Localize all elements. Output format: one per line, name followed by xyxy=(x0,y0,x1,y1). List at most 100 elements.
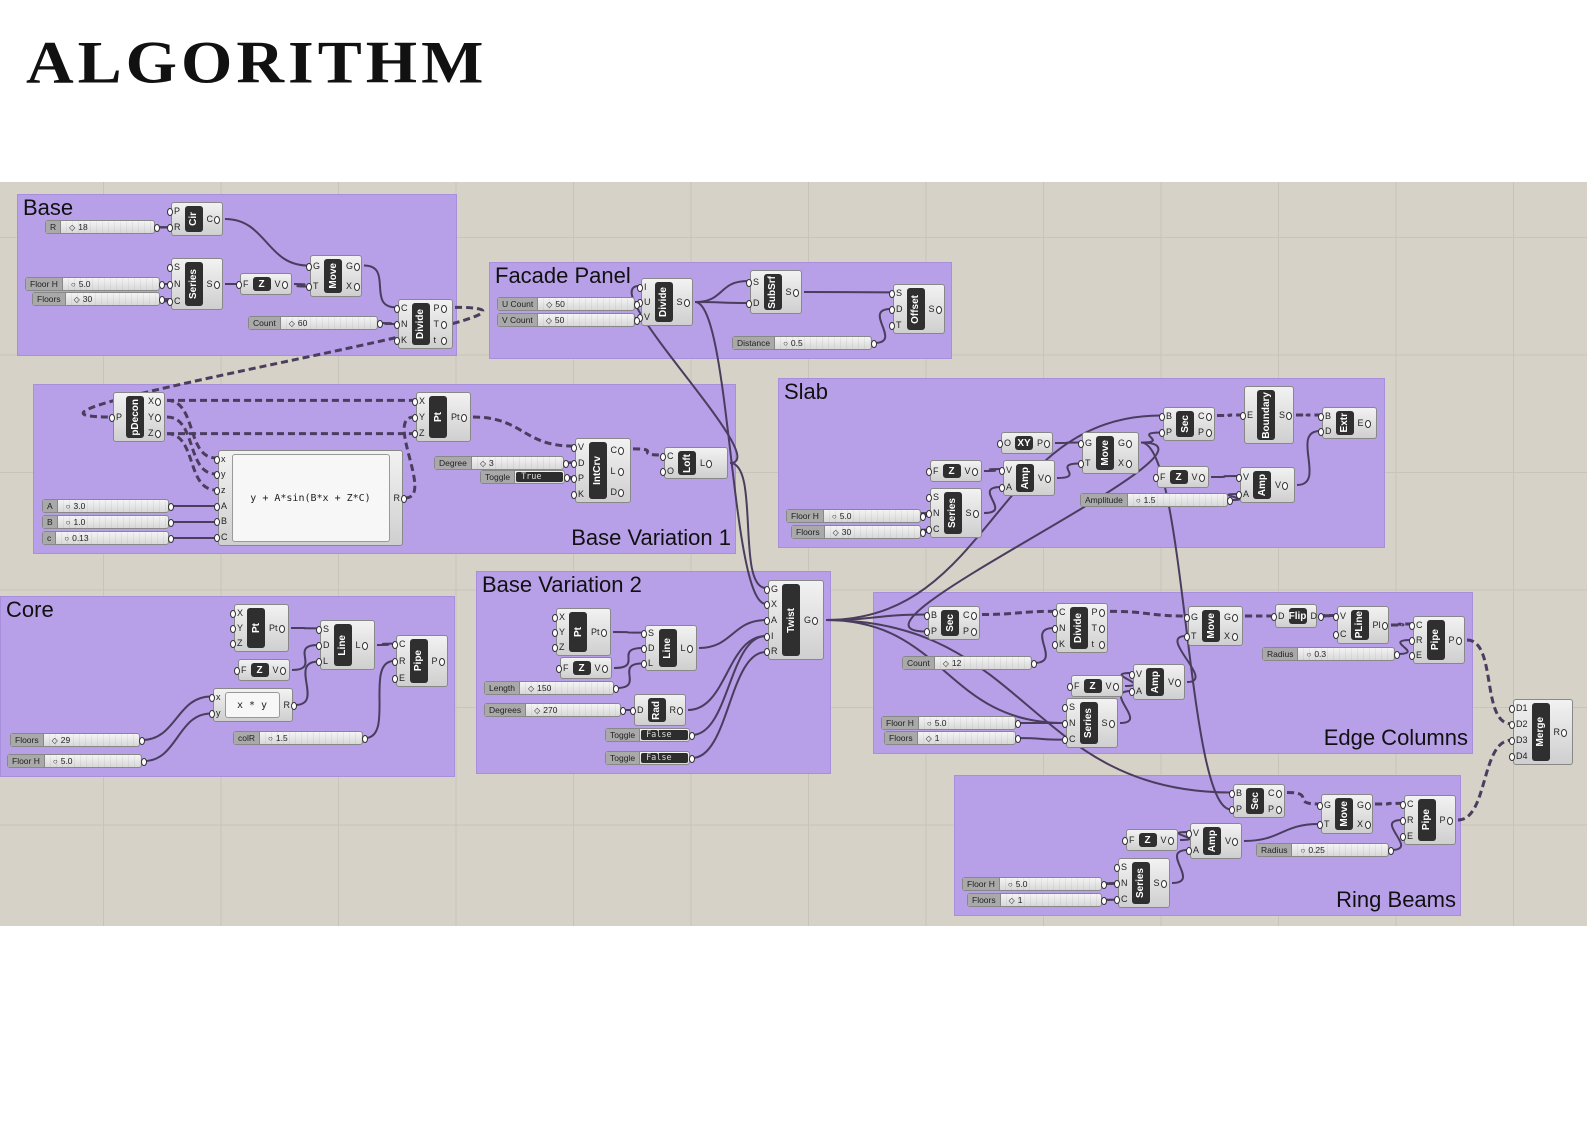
slider-knob-icon[interactable]: ○ xyxy=(52,757,58,766)
input-port[interactable]: P xyxy=(167,206,181,216)
slider-knob-icon[interactable]: ◇ xyxy=(546,300,553,309)
slider-track[interactable]: ◇1 xyxy=(1000,894,1101,906)
output-port[interactable]: D xyxy=(610,486,624,497)
input-port[interactable]: I xyxy=(763,631,778,641)
slider-track[interactable]: ○5.0 xyxy=(44,755,141,767)
fac-v-slider[interactable]: V Count◇50 xyxy=(497,313,640,327)
output-port[interactable]: X xyxy=(148,396,162,406)
output-port[interactable]: S xyxy=(1153,878,1167,888)
bv1-c-slider[interactable]: c○0.13 xyxy=(42,531,174,545)
input-port[interactable]: R xyxy=(1409,634,1423,645)
input-port[interactable]: T xyxy=(305,281,319,291)
input-port[interactable]: S xyxy=(926,492,940,502)
input-port[interactable]: P xyxy=(108,412,123,422)
output-port[interactable]: V xyxy=(1225,836,1239,846)
slider-track[interactable]: ○5.0 xyxy=(62,278,159,290)
slider-track[interactable]: ◇150 xyxy=(520,682,613,694)
base-floorh-slider[interactable]: Floor H○5.0 xyxy=(25,277,165,291)
slider-knob-icon[interactable]: ○ xyxy=(926,719,932,728)
output-port[interactable]: S xyxy=(785,287,799,297)
slider-knob-icon[interactable]: ○ xyxy=(783,339,788,348)
output-port[interactable]: L xyxy=(610,465,624,476)
slider-knob-icon[interactable]: ◇ xyxy=(545,316,552,325)
output-port[interactable]: E xyxy=(1357,418,1371,428)
input-port[interactable]: C xyxy=(926,524,940,534)
slider-knob-icon[interactable]: ◇ xyxy=(69,223,76,232)
output-port[interactable]: G xyxy=(1357,799,1372,810)
input-port[interactable]: V xyxy=(637,312,651,323)
output-port[interactable]: X xyxy=(1118,458,1133,468)
slider-track[interactable]: ◇50 xyxy=(537,314,634,326)
slider-track[interactable]: ○0.3 xyxy=(1298,648,1394,660)
slider-track[interactable]: ◇60 xyxy=(280,317,377,329)
input-port[interactable]: A xyxy=(1128,685,1143,696)
output-port[interactable]: S xyxy=(928,304,942,314)
input-port[interactable]: S xyxy=(641,628,655,639)
input-port[interactable]: F xyxy=(1067,681,1080,691)
bv1-a-slider[interactable]: A○3.0 xyxy=(42,499,174,513)
slider-track[interactable]: ◇1 xyxy=(917,732,1015,744)
input-port[interactable]: X xyxy=(229,607,244,618)
slider-knob-icon[interactable]: ◇ xyxy=(925,734,932,743)
slider-knob-icon[interactable]: ◇ xyxy=(51,736,58,745)
output-port[interactable]: V xyxy=(1160,835,1174,845)
slider-knob-icon[interactable]: ◇ xyxy=(534,706,541,715)
input-port[interactable]: V xyxy=(571,441,585,452)
slider-knob-icon[interactable]: ◇ xyxy=(942,659,949,668)
input-port[interactable]: N xyxy=(394,319,408,329)
output-port[interactable]: V xyxy=(1105,681,1119,691)
input-port[interactable]: C xyxy=(1052,607,1066,617)
output-port[interactable]: D xyxy=(1310,611,1324,621)
output-port[interactable]: S xyxy=(1279,410,1293,420)
input-port[interactable]: L xyxy=(641,657,654,668)
input-port[interactable]: R xyxy=(763,646,778,657)
toggle-value[interactable]: False xyxy=(641,730,688,740)
output-port[interactable]: G xyxy=(804,615,819,625)
slider-knob-icon[interactable]: ○ xyxy=(1007,880,1013,889)
input-port[interactable]: F xyxy=(1122,835,1135,845)
slider-knob-icon[interactable]: ◇ xyxy=(1008,896,1015,905)
input-port[interactable]: A xyxy=(214,500,228,511)
slider-track[interactable]: ○1.0 xyxy=(57,516,168,528)
slider-track[interactable]: ○0.5 xyxy=(775,337,871,349)
input-port[interactable]: y xyxy=(214,469,226,480)
input-port[interactable]: D xyxy=(1318,425,1332,436)
output-port[interactable]: V xyxy=(1191,472,1205,482)
slider-track[interactable]: ◇18 xyxy=(61,221,154,233)
ring-floorh-slider[interactable]: Floor H○5.0 xyxy=(962,877,1107,891)
output-port[interactable]: R xyxy=(283,700,297,710)
output-port[interactable]: Pt xyxy=(591,627,606,637)
output-port[interactable]: X xyxy=(346,281,361,291)
edge-count-slider[interactable]: Count◇12 xyxy=(902,656,1037,670)
input-port[interactable]: V xyxy=(1185,827,1200,838)
input-port[interactable]: C xyxy=(659,450,674,461)
base-count-slider[interactable]: Count◇60 xyxy=(248,316,383,330)
input-port[interactable]: U xyxy=(637,296,651,307)
output-port[interactable]: G xyxy=(346,261,361,271)
output-port[interactable]: V xyxy=(594,663,608,673)
output-port[interactable]: C xyxy=(1198,411,1211,421)
input-port[interactable]: D4 xyxy=(1509,751,1528,761)
input-port[interactable]: S xyxy=(167,262,181,273)
input-port[interactable]: y xyxy=(209,708,221,718)
output-port[interactable]: S xyxy=(206,279,220,289)
output-port[interactable]: R xyxy=(669,705,683,715)
input-port[interactable]: B xyxy=(1158,411,1173,421)
